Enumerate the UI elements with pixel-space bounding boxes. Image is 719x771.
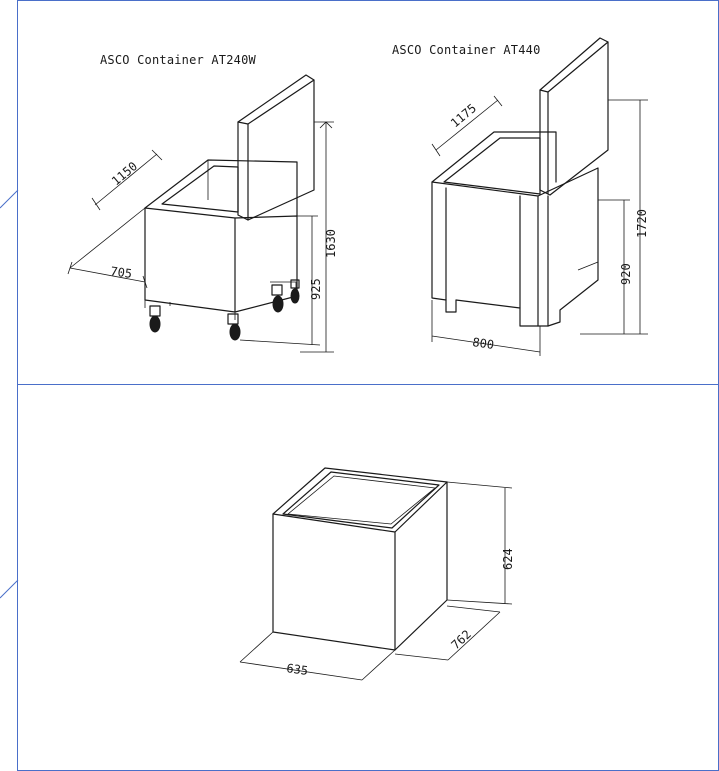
- container-at240w-drawing: ASCO Container AT240W 1150 705 1630: [67, 53, 338, 353]
- container-at440-drawing: ASCO Container AT440 1175 800 1720 920: [392, 37, 649, 356]
- bottom-panel: [17, 384, 719, 771]
- title-at240w: ASCO Container AT240W: [100, 53, 256, 67]
- dim-box-width: 635: [286, 661, 309, 678]
- edge-stub-top: [0, 189, 19, 209]
- dim-at240w-width: 705: [110, 264, 133, 281]
- dim-at240w-depth: 1150: [109, 159, 140, 188]
- dim-at440-height-body: 920: [619, 263, 633, 285]
- dim-box-depth: 762: [448, 627, 473, 652]
- edge-stub-bottom: [0, 579, 19, 599]
- dim-at440-depth: 1175: [448, 101, 479, 130]
- dim-at440-width: 800: [472, 335, 495, 352]
- title-at440: ASCO Container AT440: [392, 43, 541, 57]
- dim-at240w-height-total: 1630: [324, 229, 338, 258]
- dim-at440-height-total: 1720: [635, 209, 649, 238]
- open-box-drawing: 624 762 635: [239, 467, 515, 681]
- dim-at240w-height-body: 925: [309, 278, 323, 300]
- dim-box-height: 624: [501, 548, 515, 570]
